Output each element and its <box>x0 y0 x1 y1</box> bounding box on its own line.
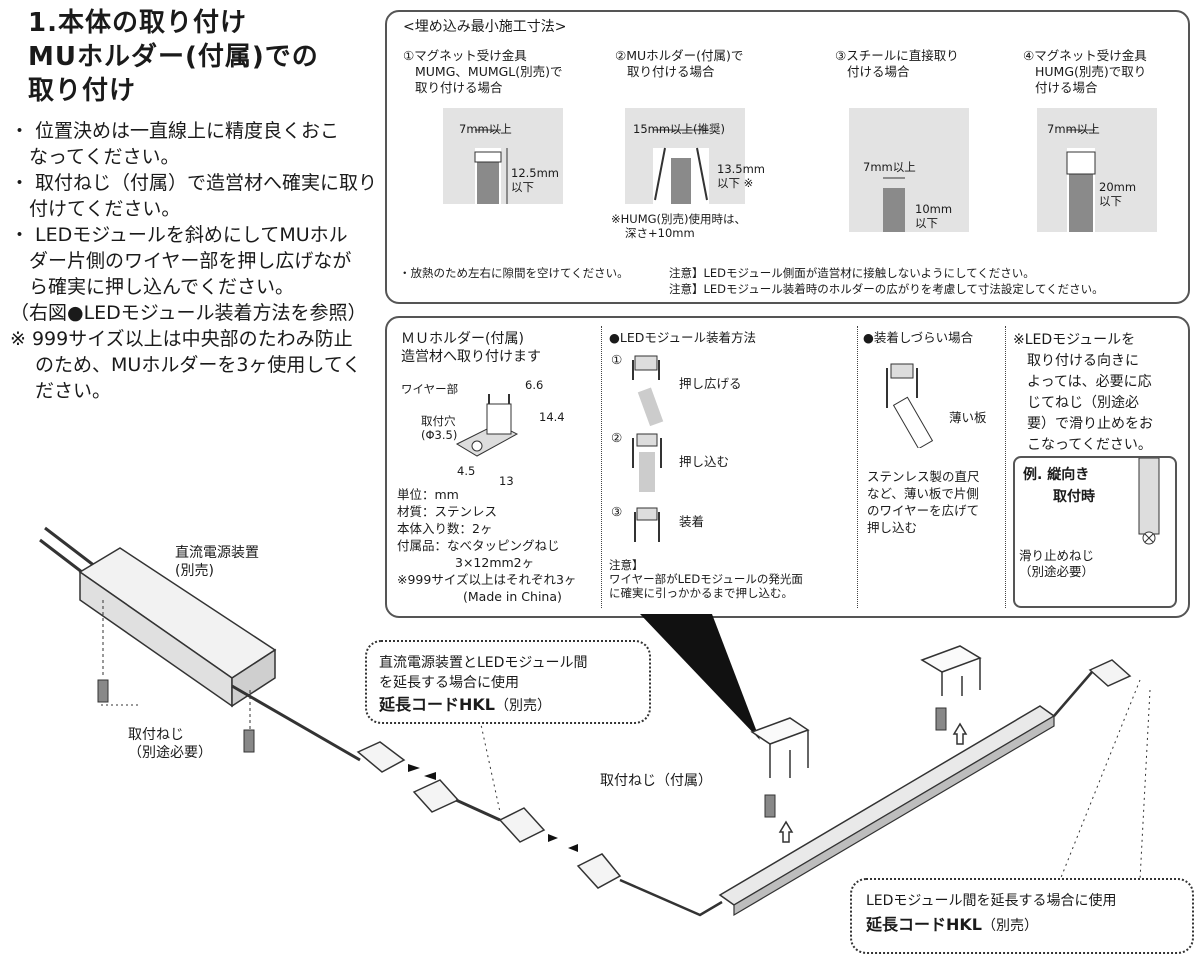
instruction-line: （右図●LEDモジュール装着方法を参照） <box>10 302 367 324</box>
vertical-module-diagram <box>1138 458 1160 545</box>
wire-label: ワイヤー部 <box>401 382 459 396</box>
step3-diagram <box>634 507 660 542</box>
holder-drawing <box>455 394 519 457</box>
vertical-example-panel: 例. 縦向き 取付時 滑り止めねじ（別途必要） <box>1013 456 1177 608</box>
holder-info-box: ＭＵホルダー(付属)造営材へ取り付けます ワイヤー部 取付穴(Φ3.5) 6.6… <box>385 316 1190 618</box>
dim-14-4: 14.4 <box>539 410 565 424</box>
instruction-line: なってください。 <box>10 146 180 168</box>
step2-label: 押し込む <box>679 454 730 469</box>
example-title-1: 例. 縦向き <box>1023 467 1090 483</box>
hole-label: 取付穴(Φ3.5) <box>421 414 458 442</box>
case2-caption: ②MUホルダー(付属)で取り付ける場合 <box>615 48 744 79</box>
section-title-line1: 1.本体の取り付け <box>28 8 247 38</box>
step1-num: ① <box>611 352 623 367</box>
embed-heading: <埋め込み最小施工寸法> <box>403 19 567 35</box>
screw-label: 取付ねじ（別途必要） <box>128 727 212 761</box>
holder-title: ＭＵホルダー(付属)造営材へ取り付けます <box>401 331 541 365</box>
instruction-line: ダー片側のワイヤー部を押し広げなが <box>10 250 352 272</box>
instruction-line: のため、MUホルダーを3ヶ使用してく <box>10 354 362 376</box>
case3-caption: ③スチールに直接取り付ける場合 <box>835 48 959 79</box>
led-extension-callout: LEDモジュール間を延長する場合に使用 延長コードHKL（別売） <box>850 878 1194 954</box>
heat-note: ・放熱のため左右に隙間を空けてください。 <box>399 266 629 280</box>
case1-diagram <box>443 108 563 204</box>
instruction-line: ら確実に押し込んでください。 <box>10 276 295 298</box>
dim-4-5: 4.5 <box>457 464 476 478</box>
instruction-line: ※ 999サイズ以上は中央部のたわみ防止 <box>10 328 353 350</box>
case3-diagram <box>849 108 969 232</box>
caution-note-2: 注意】LEDモジュール装着時のホルダーの広がりを考慮して寸法設定してください。 <box>669 282 1104 296</box>
step3-num: ③ <box>611 504 623 519</box>
case2-width: 15mm以上(推奨) <box>633 122 726 136</box>
anti-slip-label: 滑り止めねじ（別途必要） <box>1019 548 1095 579</box>
step1-label: 押し広げる <box>679 376 742 391</box>
case1-width: 7mm以上 <box>459 122 512 136</box>
step2-diagram <box>632 433 662 492</box>
instruction-list: ・ 位置決めは一直線上に精度良くおこ なってください。 ・ 取付ねじ（付属）で造… <box>10 118 377 404</box>
holder-spec: 単位：mm 材質：ステンレス 本体入り数：2ヶ 付属品：なべタッピングねじ 3×… <box>397 487 577 604</box>
mount-caution: 注意】 ワイヤー部がLEDモジュールの発光面 に確実に引っかかるまで押し込む。 <box>609 558 803 600</box>
section-title-line2: MUホルダー(付属)での <box>28 42 319 72</box>
instruction-line: 付けてください。 <box>10 198 181 220</box>
instruction-line: ・ 位置決めは一直線上に精度良くおこ <box>10 120 340 142</box>
case4-diagram <box>1037 108 1157 232</box>
step1-diagram <box>632 355 664 427</box>
hard-mount-desc: ステンレス製の直尺 など、薄い板で片側 のワイヤーを広げて 押し込む <box>867 469 980 535</box>
dim-13: 13 <box>499 474 514 488</box>
instruction-line: ・ 取付ねじ（付属）で造営材へ確実に取り <box>10 172 378 194</box>
instruction-line: ・ LEDモジュールを斜めにしてMUホル <box>10 224 348 246</box>
caution-note-1: 注意】LEDモジュール側面が造営材に接触しないようにしてください。 <box>669 266 1035 280</box>
dim-6-6: 6.6 <box>525 378 544 392</box>
example-title-2: 取付時 <box>1053 489 1095 505</box>
thin-plate-diagram <box>886 363 934 448</box>
section-title-line3: 取り付け <box>28 76 137 106</box>
case2-diagram <box>625 108 745 204</box>
case3-width: 7mm以上 <box>863 160 916 174</box>
mount-method-title: ●LEDモジュール装着方法 <box>609 330 757 345</box>
direction-note: ※LEDモジュールを 取り付ける向きに よっては、必要に応 じてねじ（別途必 要… <box>1013 332 1153 453</box>
thin-plate-label: 薄い板 <box>949 410 987 425</box>
instruction-line: ださい。 <box>10 380 112 402</box>
psu-label: 直流電源装置(別売) <box>175 545 259 579</box>
step2-num: ② <box>611 430 623 445</box>
psu-extension-callout: 直流電源装置とLEDモジュール間 を延長する場合に使用 延長コードHKL（別売） <box>365 640 651 724</box>
step3-label: 装着 <box>679 514 705 529</box>
attached-screw-label: 取付ねじ（付属） <box>600 773 712 789</box>
case2-note: ※HUMG(別売)使用時は、深さ+10mm <box>611 212 747 240</box>
hard-mount-title: ●装着しづらい場合 <box>863 330 974 345</box>
case4-width: 7mm以上 <box>1047 122 1100 136</box>
